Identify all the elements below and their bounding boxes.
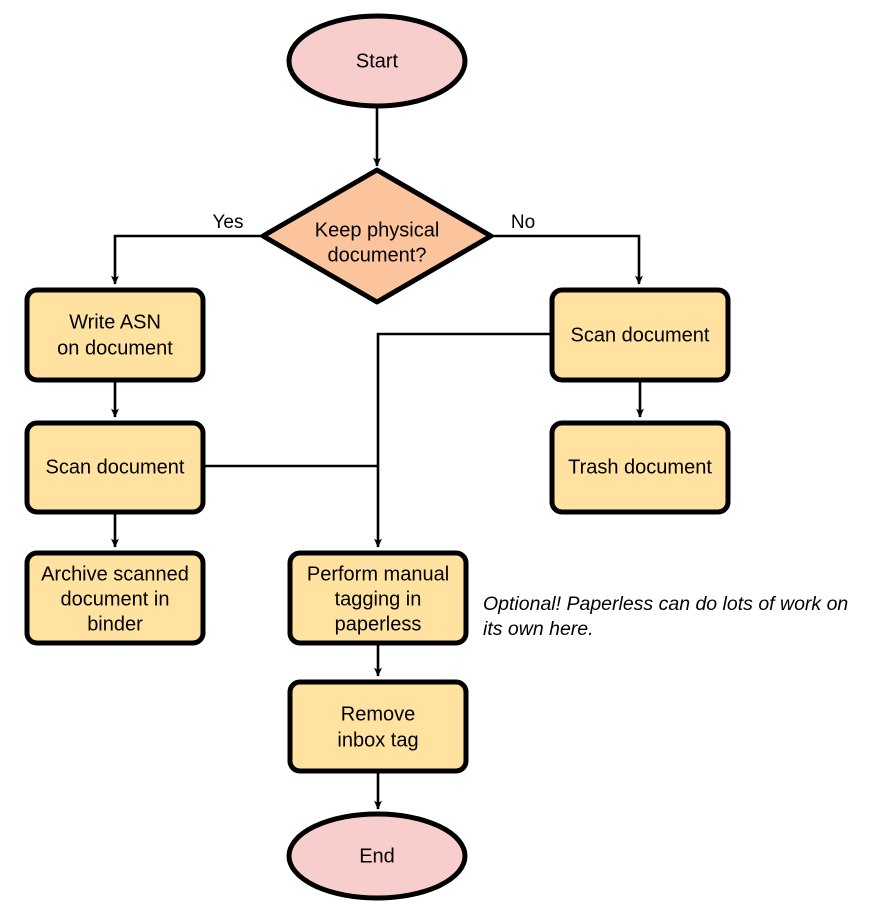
node-keep-physical-shape[interactable] (260, 167, 494, 305)
node-write-asn-label-line2: on document (57, 337, 173, 359)
optional-note-line2: its own here. (483, 618, 594, 640)
node-manual-tagging-label-line3: paperless (335, 613, 422, 635)
node-scan-right[interactable]: Scan document (549, 287, 731, 383)
node-remove-inbox-tag-label-line1: Remove (341, 703, 415, 725)
node-scan-right-shape[interactable] (549, 287, 731, 383)
node-start-shape[interactable] (286, 13, 468, 109)
node-archive-binder-shape[interactable] (24, 550, 206, 646)
node-scan-left-shape[interactable] (24, 420, 206, 515)
edge-decision-no (491, 234, 643, 285)
node-keep-physical-label-line1: Keep physical (315, 219, 440, 241)
node-keep-physical[interactable]: Keep physical document? (260, 167, 494, 305)
node-archive-binder-label-line2: document in (61, 588, 170, 610)
node-scan-left-label: Scan document (46, 456, 185, 478)
node-archive-binder-label-line1: Archive scanned (41, 563, 189, 585)
node-manual-tagging-label-line1: Perform manual (307, 563, 449, 585)
node-scan-left[interactable]: Scan document (24, 420, 206, 515)
node-end-label: End (359, 845, 395, 867)
edge-label-no: No (511, 212, 535, 233)
edge-decision-yes (111, 234, 263, 285)
node-write-asn-shape[interactable] (24, 287, 206, 383)
node-write-asn[interactable]: Write ASN on document (24, 287, 206, 383)
node-start[interactable]: Start (286, 13, 468, 109)
node-end[interactable]: End (286, 811, 468, 901)
node-manual-tagging-shape[interactable] (287, 550, 469, 646)
node-trash-label: Trash document (568, 456, 712, 478)
optional-note-line1: Optional! Paperless can do lots of work … (483, 593, 848, 615)
node-trash-shape[interactable] (549, 420, 731, 515)
node-remove-inbox-tag[interactable]: Remove inbox tag (287, 679, 469, 774)
node-archive-binder-label-line3: binder (87, 613, 143, 635)
node-start-label: Start (356, 50, 399, 72)
node-remove-inbox-tag-label-line2: inbox tag (337, 729, 418, 751)
annotations-layer: Optional! Paperless can do lots of work … (483, 593, 848, 640)
node-trash[interactable]: Trash document (549, 420, 731, 515)
node-manual-tagging-label-line2: tagging in (335, 588, 422, 610)
nodes-layer: Start Keep physical document? Write ASN … (24, 13, 731, 901)
node-scan-right-label: Scan document (571, 324, 710, 346)
edge-scan-right-to-tagging (374, 332, 552, 548)
node-archive-binder[interactable]: Archive scanned document in binder (24, 550, 206, 646)
edge-labels-layer: Yes No (213, 212, 536, 233)
node-keep-physical-label-line2: document? (328, 244, 427, 266)
node-manual-tagging[interactable]: Perform manual tagging in paperless (287, 550, 469, 646)
node-remove-inbox-tag-shape[interactable] (287, 679, 469, 774)
edge-label-yes: Yes (213, 212, 244, 233)
node-write-asn-label-line1: Write ASN (69, 311, 161, 333)
edges-layer (111, 106, 644, 810)
node-end-shape[interactable] (286, 811, 468, 901)
